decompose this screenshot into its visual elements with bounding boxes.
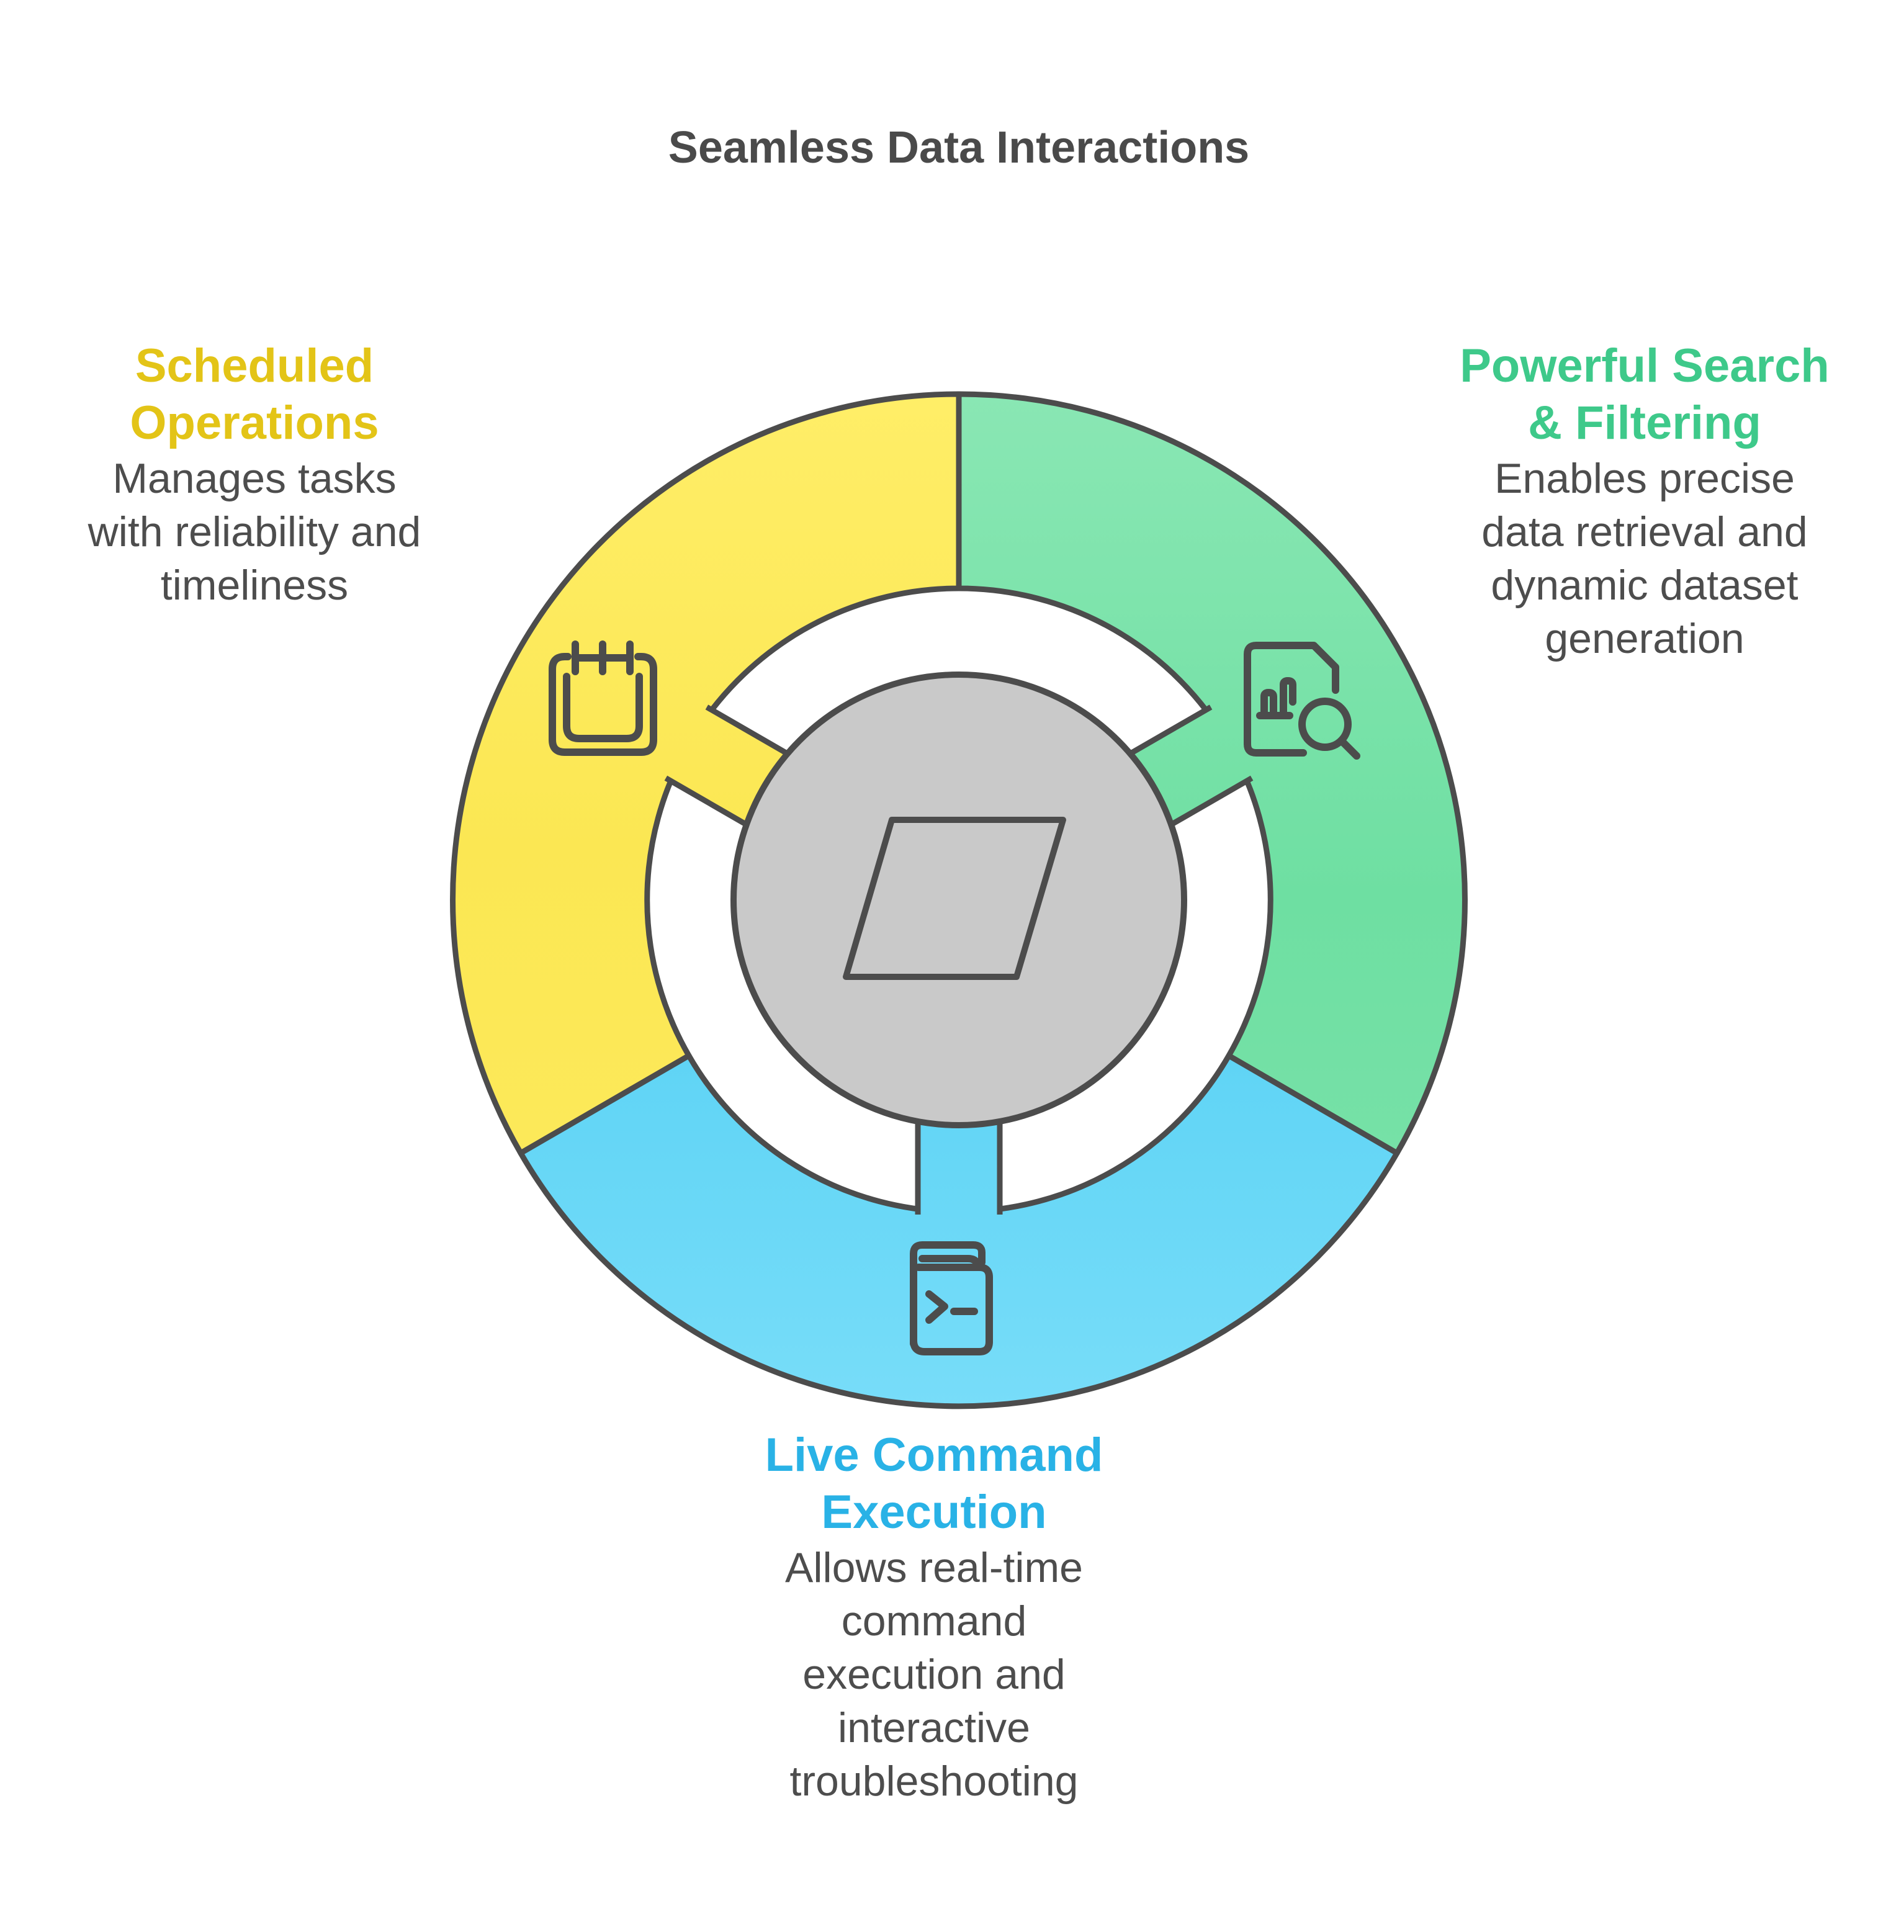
- section-description: Allows real-time command execution and i…: [765, 1541, 1103, 1808]
- heading-line: & Filtering: [1528, 397, 1761, 449]
- heading-line: Execution: [821, 1486, 1047, 1539]
- body-line: Manages tasks: [112, 455, 397, 502]
- section-label-powerful-search-filtering: Powerful Search & Filtering Enables prec…: [1460, 338, 1830, 665]
- body-line: execution and: [802, 1651, 1066, 1698]
- segment-powerful-search: [956, 391, 1468, 1156]
- heading-line: Live Command: [765, 1429, 1103, 1481]
- section-label-scheduled-operations: Scheduled Operations Manages tasks with …: [88, 338, 421, 612]
- section-heading: Live Command Execution: [765, 1427, 1103, 1541]
- section-heading: Powerful Search & Filtering: [1460, 338, 1830, 452]
- document-search-icon: [1244, 642, 1360, 760]
- body-line: command: [841, 1597, 1027, 1645]
- body-line: data retrieval and: [1481, 508, 1808, 555]
- spoke-live-command: [918, 1105, 1000, 1235]
- body-line: troubleshooting: [789, 1758, 1079, 1805]
- body-line: generation: [1545, 615, 1745, 662]
- section-description: Enables precise data retrieval and dynam…: [1460, 452, 1830, 665]
- heading-line: Powerful Search: [1460, 339, 1830, 392]
- segment-scheduled-operations: [450, 391, 962, 1156]
- page-title: Seamless Data Interactions: [668, 123, 1250, 173]
- section-label-live-command-execution: Live Command Execution Allows real-time …: [765, 1427, 1103, 1808]
- parallelogram-logo: [843, 817, 1066, 980]
- spoke-edge-yellow: [664, 704, 792, 829]
- spoke-edge-green: [1126, 704, 1254, 829]
- terminal-book-icon: [910, 1241, 993, 1355]
- calendar-icon: [549, 640, 657, 756]
- spoke-edge-blue: [915, 1118, 1003, 1215]
- body-line: Enables precise: [1494, 455, 1795, 502]
- body-line: with reliability and: [88, 508, 421, 555]
- heading-line: Operations: [130, 397, 379, 449]
- body-line: Allows real-time: [785, 1544, 1083, 1591]
- heading-line: Scheduled: [135, 339, 374, 392]
- body-line: interactive: [838, 1704, 1030, 1751]
- section-heading: Scheduled Operations: [88, 338, 421, 452]
- body-line: dynamic dataset: [1491, 562, 1798, 609]
- body-line: timeliness: [160, 562, 349, 609]
- section-description: Manages tasks with reliability and timel…: [88, 452, 421, 612]
